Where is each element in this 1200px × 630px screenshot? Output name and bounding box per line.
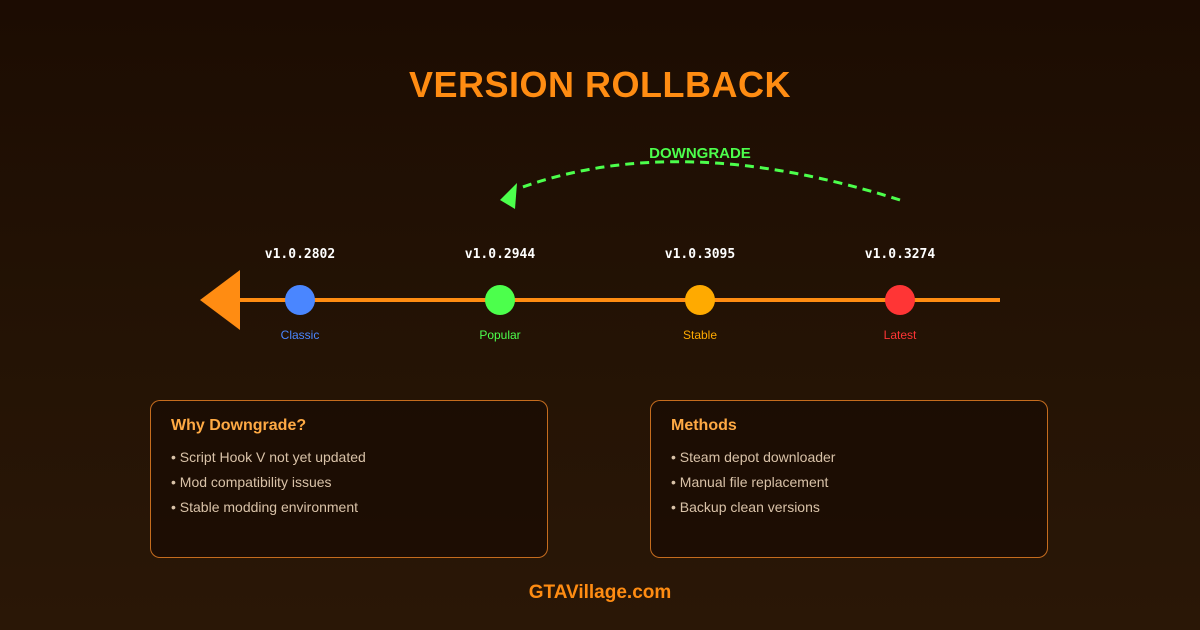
- version-label: v1.0.2944: [464, 247, 536, 262]
- node-classic: [285, 285, 315, 315]
- node-caption-latest: Latest: [883, 328, 917, 342]
- why-downgrade-box: Why Downgrade? Script Hook V not yet upd…: [150, 400, 548, 558]
- downgrade-label: DOWNGRADE: [649, 145, 751, 162]
- list-item: Backup clean versions: [671, 495, 1027, 520]
- node-caption-stable: Stable: [682, 328, 718, 342]
- node-popular: [485, 285, 515, 315]
- methods-box: Methods Steam depot downloader Manual fi…: [650, 400, 1048, 558]
- timeline-arrowhead-icon: [200, 270, 240, 330]
- version-label: v1.0.3274: [864, 247, 936, 262]
- box-title: Methods: [671, 417, 737, 434]
- version-label: v1.0.2802: [264, 247, 336, 262]
- box-title: Why Downgrade?: [171, 417, 307, 434]
- downgrade-arrowhead-icon: [500, 183, 517, 209]
- box-list: Script Hook V not yet updated Mod compat…: [171, 445, 527, 520]
- list-item: Steam depot downloader: [671, 445, 1027, 470]
- page-title: VERSION ROLLBACK: [408, 64, 791, 105]
- node-stable: [685, 285, 715, 315]
- node-latest: [885, 285, 915, 315]
- downgrade-arrow-path: [519, 160, 901, 202]
- node-caption-classic: Classic: [280, 328, 320, 342]
- version-label: v1.0.3095: [664, 247, 736, 262]
- list-item: Mod compatibility issues: [171, 470, 527, 495]
- list-item: Stable modding environment: [171, 495, 527, 520]
- list-item: Manual file replacement: [671, 470, 1027, 495]
- box-list: Steam depot downloader Manual file repla…: [671, 445, 1027, 520]
- footer-brand: GTAVillage.com: [528, 582, 672, 603]
- list-item: Script Hook V not yet updated: [171, 445, 527, 470]
- node-caption-popular: Popular: [479, 328, 521, 342]
